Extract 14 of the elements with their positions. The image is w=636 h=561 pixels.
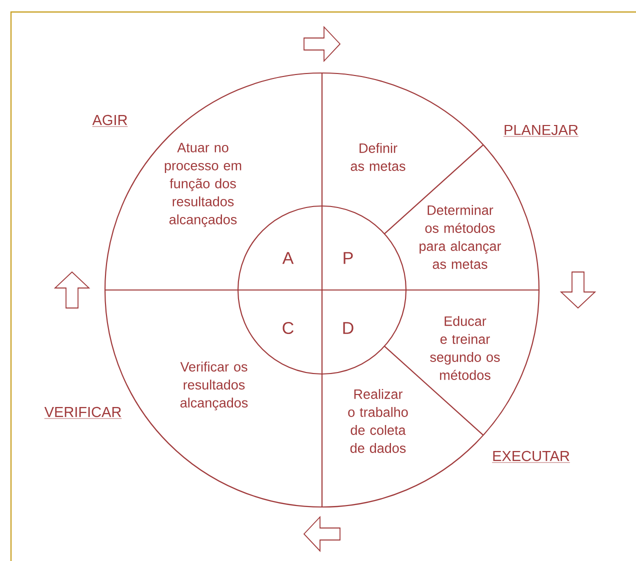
phase-label: VERIFICAR	[44, 406, 122, 419]
phase-label: AGIR	[92, 114, 128, 127]
sector-text: Definir as metas	[350, 143, 406, 171]
sector-text: Atuar no processo em função dos resultados alcançados	[164, 142, 242, 228]
quadrant-letter: D	[343, 322, 354, 334]
quadrant-letter: A	[282, 252, 294, 264]
sector-text: Determinar os métodos para alcançar as metas	[420, 205, 502, 269]
sector-text: Realizar o trabalho de coleta de dados	[348, 389, 408, 453]
sector-text: Educar e treinar segundo os métodos	[430, 316, 500, 380]
phase-label: EXECUTAR	[492, 450, 570, 463]
phase-label: PLANEJAR	[503, 124, 579, 137]
sector-text: Verificar os resultados alcançados	[180, 362, 248, 410]
quadrant-letter: P	[344, 252, 353, 264]
quadrant-letter: C	[282, 322, 294, 334]
